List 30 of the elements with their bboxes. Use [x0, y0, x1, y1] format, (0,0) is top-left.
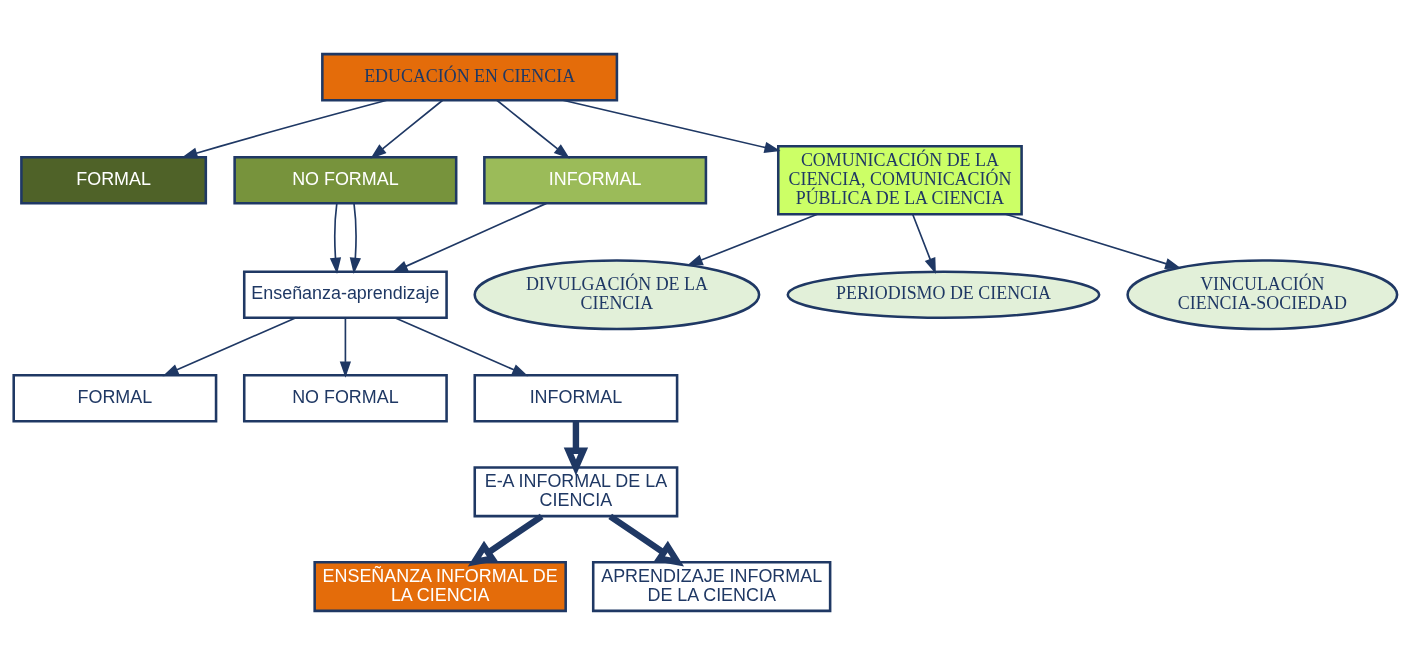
arrow: [563, 421, 589, 475]
arrow: [608, 513, 685, 566]
arrow: [1004, 212, 1182, 269]
node-box: NO FORMAL: [242, 373, 448, 423]
arrow: [329, 202, 342, 274]
arrow: [562, 98, 781, 153]
node-box: COMUNICACIÓN DE LA CIENCIA, COMUNICACIÓN PÚBLICA DE LA CIENCIA: [777, 144, 1023, 215]
node-box: FORMAL: [20, 155, 208, 205]
arrow: [686, 212, 819, 266]
arrow: [181, 98, 388, 159]
node-box: FORMAL: [12, 373, 218, 423]
node-box: E-A INFORMAL DE LA CIENCIA: [473, 465, 679, 517]
node-box: APRENDIZAJE INFORMAL DE LA CIENCIA: [591, 560, 832, 612]
node-box: NO FORMAL: [233, 155, 458, 205]
node-ellipse: PERIODISMO DE CIENCIA: [786, 269, 1101, 319]
arrow: [467, 513, 544, 566]
node-box: INFORMAL: [483, 155, 708, 205]
node-box: ENSEÑANZA INFORMAL DE LA CIENCIA: [313, 560, 567, 612]
arrow: [911, 213, 936, 274]
node-ellipse: DIVULGACIÓN DE LA CIENCIA: [473, 258, 761, 330]
arrow: [162, 316, 297, 376]
arrow: [339, 316, 352, 378]
node-box: EDUCACIÓN EN CIENCIA: [321, 52, 619, 101]
arrow: [391, 202, 548, 273]
arrow: [370, 98, 444, 159]
node-box: Enseñanza-aprendizaje: [242, 269, 448, 319]
arrow: [349, 202, 361, 274]
node-box: INFORMAL: [473, 373, 679, 423]
arrow: [394, 316, 529, 376]
arrow: [496, 98, 570, 159]
